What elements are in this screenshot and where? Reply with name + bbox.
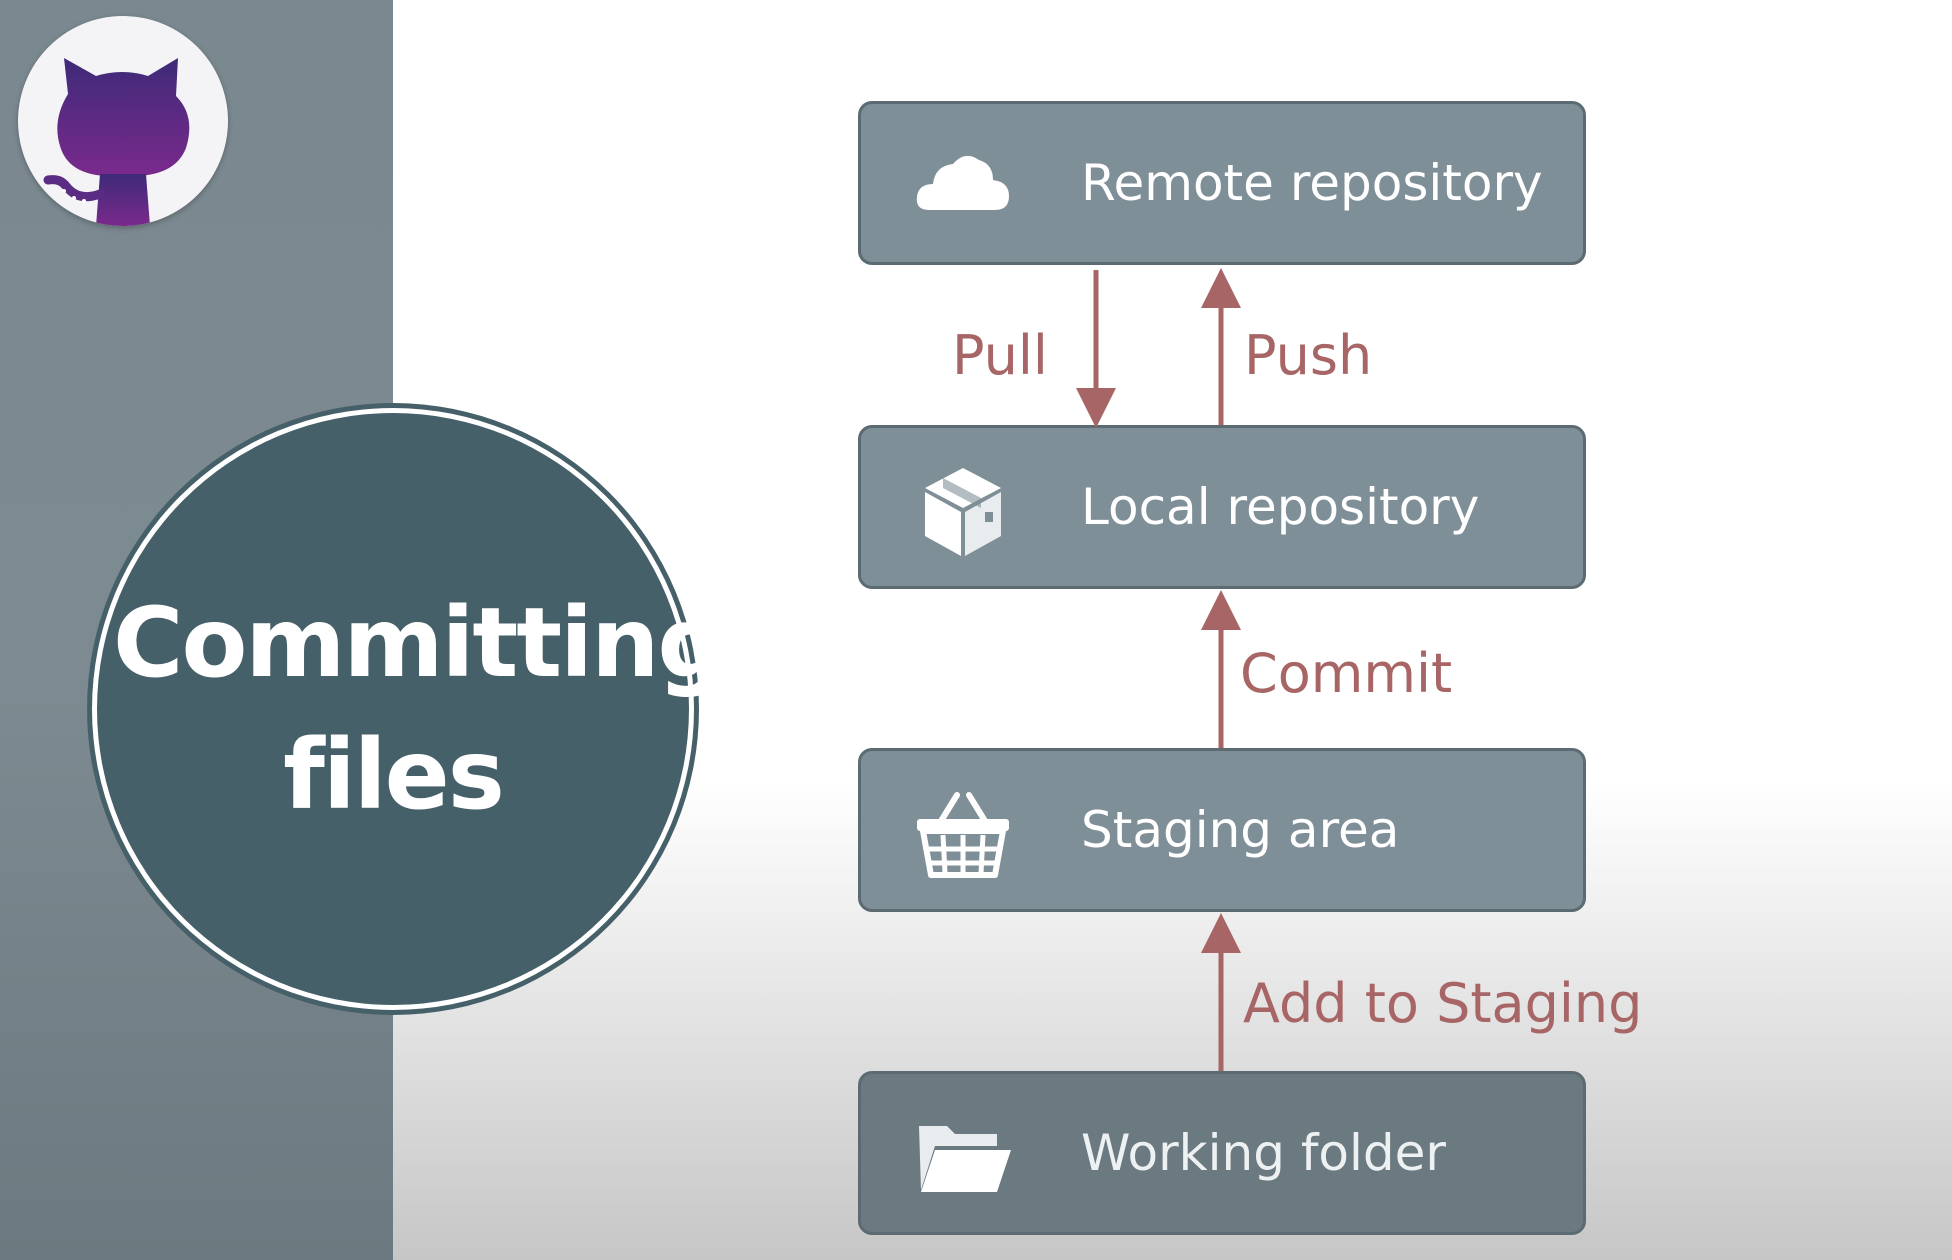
package-box-icon	[925, 468, 1001, 556]
logo	[18, 16, 228, 226]
node-label: Staging area	[1081, 801, 1400, 859]
edge-label-commit: Commit	[1240, 642, 1453, 705]
title-line-2: files	[283, 719, 505, 831]
title-badge: Committing files	[97, 413, 726, 1005]
edge-label-pull: Pull	[952, 324, 1048, 387]
title-line-1: Committing	[113, 587, 726, 699]
node-staging-area: Staging area	[858, 748, 1586, 912]
cloud-icon	[916, 155, 1009, 210]
node-remote-repository: Remote repository	[858, 101, 1586, 265]
node-label: Working folder	[1081, 1124, 1446, 1182]
folder-open-icon	[919, 1126, 1011, 1192]
edge-label-add-to-staging: Add to Staging	[1243, 972, 1643, 1035]
node-label: Remote repository	[1081, 154, 1543, 212]
page-title: Committing files	[113, 577, 726, 841]
node-working-folder: Working folder	[858, 1071, 1586, 1235]
node-label: Local repository	[1081, 478, 1480, 536]
github-octocat-icon	[43, 58, 190, 226]
node-local-repository: Local repository	[858, 425, 1586, 589]
edge-label-push: Push	[1244, 324, 1373, 387]
basket-icon	[917, 792, 1009, 878]
